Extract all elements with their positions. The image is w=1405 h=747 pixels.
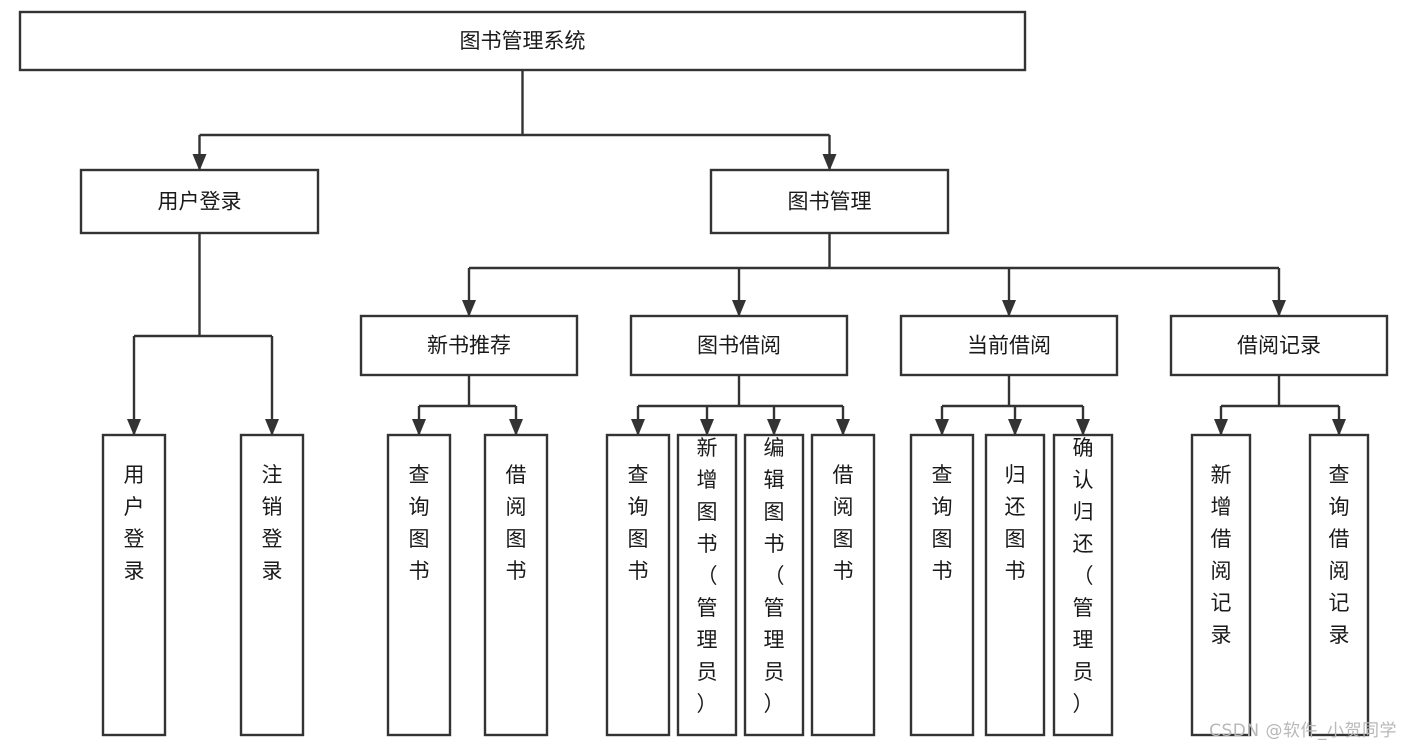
node-label-n-user-login: 用户登录 [158, 190, 242, 214]
node-box-leaf-user-login[interactable] [101, 433, 167, 737]
arrow-head-n-record [1272, 300, 1286, 317]
node-box-leaf-bk-add[interactable] [676, 433, 738, 737]
arrow-head-leaf-rec-query [1332, 419, 1346, 436]
node-label-leaf-nb-borrow: 借阅图书 [506, 463, 527, 583]
node-n-book-mgmt[interactable]: 图书管理 [709, 168, 950, 235]
node-leaf-nb-query[interactable]: 查询图书 [386, 433, 452, 737]
arrow-head-n-current [1002, 300, 1016, 317]
node-n-new-book[interactable]: 新书推荐 [359, 314, 579, 377]
node-box-leaf-bk-edit[interactable] [743, 433, 805, 737]
arrow-head-leaf-bk-edit [767, 419, 781, 436]
node-box-n-book-mgmt[interactable] [709, 168, 950, 235]
arrow-head-n-new-book [462, 300, 476, 317]
node-label-n-record: 借阅记录 [1237, 334, 1321, 358]
node-label-n-borrow: 图书借阅 [697, 334, 781, 358]
connectors-layer [127, 70, 1346, 436]
node-label-leaf-cur-query: 查询图书 [932, 463, 953, 583]
csdn-watermark: CSDN @软件_小贺同学 [1209, 721, 1397, 741]
node-label-n-current: 当前借阅 [967, 334, 1051, 358]
arrow-head-leaf-cur-query [935, 419, 949, 436]
node-leaf-cur-query[interactable]: 查询图书 [909, 433, 975, 737]
node-label-leaf-bk-borrow: 借阅图书 [833, 463, 854, 583]
node-box-n-borrow[interactable] [629, 314, 849, 377]
node-box-n-current[interactable] [899, 314, 1119, 377]
arrow-head-leaf-nb-query [412, 419, 426, 436]
arrow-head-leaf-bk-add [700, 419, 714, 436]
nodes-layer: 图书管理系统用户登录图书管理新书推荐图书借阅当前借阅借阅记录用户登录注销登录查询… [18, 10, 1389, 737]
node-label-n-book-mgmt: 图书管理 [788, 190, 872, 214]
node-root[interactable]: 图书管理系统 [18, 10, 1027, 72]
node-leaf-cur-return[interactable]: 归还图书 [984, 433, 1046, 737]
node-n-user-login[interactable]: 用户登录 [79, 168, 320, 235]
node-label-leaf-bk-add: 新增图书（管理员） [697, 436, 718, 716]
arrow-head-leaf-user-logout [265, 419, 279, 436]
node-box-leaf-nb-query[interactable] [386, 433, 452, 737]
node-box-leaf-bk-borrow[interactable] [810, 433, 876, 737]
arrow-head-n-user-login [192, 154, 207, 171]
arrow-head-n-borrow [732, 300, 746, 317]
node-box-leaf-bk-query[interactable] [605, 433, 671, 737]
node-label-leaf-nb-query: 查询图书 [409, 463, 430, 583]
node-box-leaf-rec-add[interactable] [1190, 433, 1252, 737]
node-leaf-bk-borrow[interactable]: 借阅图书 [810, 433, 876, 737]
arrow-head-leaf-cur-return [1008, 419, 1022, 436]
node-label-leaf-rec-query: 查询借阅记录 [1329, 463, 1350, 647]
node-label-leaf-cur-confirm: 确认归还（管理员） [1073, 436, 1094, 716]
arrow-head-leaf-nb-borrow [509, 419, 523, 436]
node-label-leaf-rec-add: 新增借阅记录 [1211, 463, 1232, 647]
node-label-leaf-bk-query: 查询图书 [628, 463, 649, 583]
node-label-leaf-cur-return: 归还图书 [1005, 463, 1026, 583]
node-box-n-user-login[interactable] [79, 168, 320, 235]
node-leaf-rec-add[interactable]: 新增借阅记录 [1190, 433, 1252, 737]
arrow-head-leaf-bk-query [631, 419, 645, 436]
arrow-head-leaf-rec-add [1214, 419, 1228, 436]
node-n-record[interactable]: 借阅记录 [1169, 314, 1389, 377]
node-box-leaf-cur-return[interactable] [984, 433, 1046, 737]
node-leaf-nb-borrow[interactable]: 借阅图书 [483, 433, 549, 737]
node-box-n-record[interactable] [1169, 314, 1389, 377]
node-label-leaf-user-login: 用户登录 [124, 463, 145, 583]
arrow-head-leaf-bk-borrow [836, 419, 850, 436]
node-box-leaf-rec-query[interactable] [1308, 433, 1370, 737]
node-leaf-rec-query[interactable]: 查询借阅记录 [1308, 433, 1370, 737]
node-label-n-new-book: 新书推荐 [427, 334, 511, 358]
arrow-head-leaf-user-login [127, 419, 141, 436]
node-box-leaf-cur-confirm[interactable] [1052, 433, 1114, 737]
node-box-leaf-nb-borrow[interactable] [483, 433, 549, 737]
arrow-head-n-book-mgmt [822, 154, 837, 171]
node-leaf-bk-add[interactable]: 新增图书（管理员） [676, 433, 738, 737]
node-leaf-bk-query[interactable]: 查询图书 [605, 433, 671, 737]
node-box-leaf-user-logout[interactable] [239, 433, 305, 737]
node-n-current[interactable]: 当前借阅 [899, 314, 1119, 377]
arrow-head-leaf-cur-confirm [1076, 419, 1090, 436]
node-leaf-user-login[interactable]: 用户登录 [101, 433, 167, 737]
node-leaf-bk-edit[interactable]: 编辑图书（管理员） [743, 433, 805, 737]
node-label-leaf-bk-edit: 编辑图书（管理员） [764, 436, 785, 716]
node-box-n-new-book[interactable] [359, 314, 579, 377]
node-label-root: 图书管理系统 [460, 29, 586, 53]
node-label-leaf-user-logout: 注销登录 [262, 463, 283, 583]
node-leaf-user-logout[interactable]: 注销登录 [239, 433, 305, 737]
node-leaf-cur-confirm[interactable]: 确认归还（管理员） [1052, 433, 1114, 737]
node-box-leaf-cur-query[interactable] [909, 433, 975, 737]
node-n-borrow[interactable]: 图书借阅 [629, 314, 849, 377]
node-box-root[interactable] [18, 10, 1027, 72]
